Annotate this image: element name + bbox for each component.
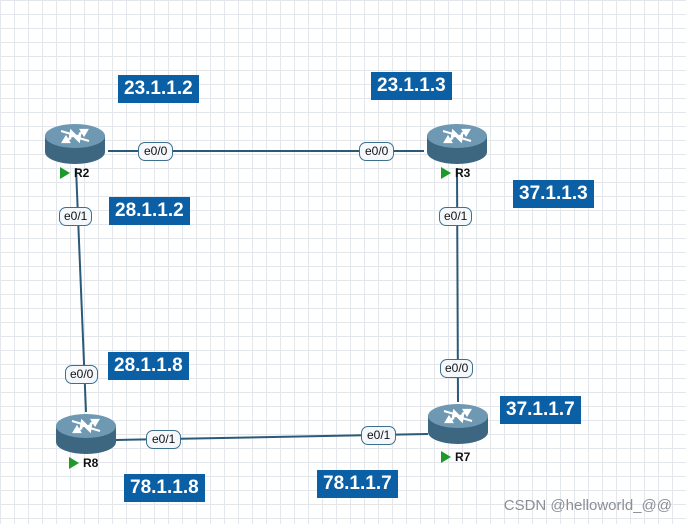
router-name: R3 xyxy=(455,166,471,180)
port-r2-e01[interactable]: e0/1 xyxy=(59,207,93,226)
ip-label-r2-e00: 23.1.1.2 xyxy=(118,75,199,103)
router-r2-label: R2 xyxy=(60,166,89,180)
ip-label-r3-e01: 37.1.1.3 xyxy=(513,180,594,208)
ip-label-r8-e01: 78.1.1.8 xyxy=(124,474,205,502)
router-icon[interactable] xyxy=(43,122,107,166)
router-r8-label: R8 xyxy=(69,456,98,470)
status-running-icon xyxy=(441,451,451,463)
port-r7-e00[interactable]: e0/0 xyxy=(440,359,474,378)
router-name: R8 xyxy=(83,456,99,470)
port-r8-e01[interactable]: e0/1 xyxy=(146,430,182,449)
ip-label-r7-e01: 78.1.1.7 xyxy=(317,470,398,498)
router-icon[interactable] xyxy=(426,402,490,446)
status-running-icon xyxy=(441,167,451,179)
router-name: R2 xyxy=(74,166,90,180)
ip-label-r3-e00: 23.1.1.3 xyxy=(371,72,452,100)
port-r8-e00[interactable]: e0/0 xyxy=(65,365,99,384)
router-r3-label: R3 xyxy=(441,166,470,180)
status-running-icon xyxy=(69,457,79,469)
port-r3-e00[interactable]: e0/0 xyxy=(359,142,395,161)
port-r2-e00[interactable]: e0/0 xyxy=(138,142,174,161)
router-name: R7 xyxy=(455,450,471,464)
port-r7-e01[interactable]: e0/1 xyxy=(361,426,397,445)
router-icon[interactable] xyxy=(425,122,489,166)
watermark: CSDN @helloworld_@@ xyxy=(503,497,672,514)
ip-label-r8-e00: 28.1.1.8 xyxy=(108,352,189,380)
router-icon[interactable] xyxy=(54,412,118,456)
port-r3-e01[interactable]: e0/1 xyxy=(439,207,473,226)
status-running-icon xyxy=(60,167,70,179)
router-r7-label: R7 xyxy=(441,450,470,464)
ip-label-r7-e00: 37.1.1.7 xyxy=(500,396,581,424)
ip-label-r2-e01: 28.1.1.2 xyxy=(109,197,190,225)
